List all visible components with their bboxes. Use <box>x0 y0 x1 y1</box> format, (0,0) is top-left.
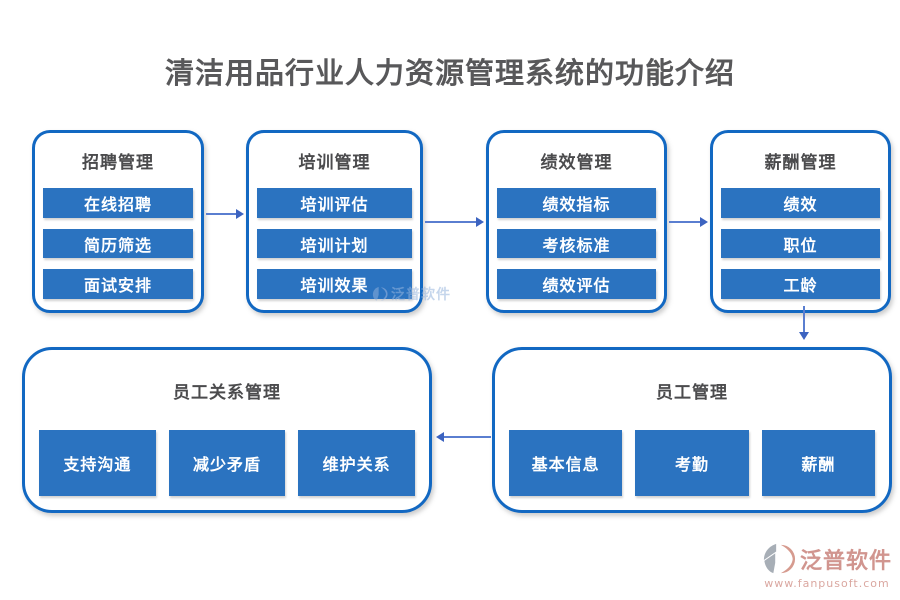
brand-url: www.fanpusoft.com <box>764 577 890 590</box>
block-basic-info: 基本信息 <box>509 430 623 496</box>
box-employee-relations: 员工关系管理 支持沟通 减少矛盾 维护关系 <box>22 347 432 513</box>
box-employee-relations-header: 员工关系管理 <box>173 382 281 403</box>
block-attendance: 考勤 <box>635 430 749 496</box>
bar-resume-screening: 简历筛选 <box>43 228 193 259</box>
bar-position: 职位 <box>721 228 880 259</box>
employee-relations-items: 支持沟通 减少矛盾 维护关系 <box>25 430 429 496</box>
arrow-salary-to-employee-management <box>799 306 809 340</box>
arrow-training-to-performance <box>425 217 484 227</box>
box-salary-header: 薪酬管理 <box>764 153 837 174</box>
arrow-recruitment-to-training <box>206 209 244 219</box>
box-recruitment-header: 招聘管理 <box>82 153 154 174</box>
block-support-communication: 支持沟通 <box>39 430 156 496</box>
block-reduce-conflict: 减少矛盾 <box>168 430 286 496</box>
bar-performance: 绩效 <box>721 188 880 218</box>
box-recruitment: 招聘管理 在线招聘 简历筛选 面试安排 <box>32 130 204 313</box>
box-training: 培训管理 培训评估 培训计划 培训效果 <box>246 130 423 313</box>
bar-training-evaluation: 培训评估 <box>257 188 412 218</box>
arrow-employee-management-to-relations <box>436 432 491 442</box>
block-salary: 薪酬 <box>761 430 875 496</box>
box-training-header: 培训管理 <box>298 153 371 174</box>
box-employee-management: 员工管理 基本信息 考勤 薪酬 <box>492 347 892 513</box>
brand-name: 泛普软件 <box>799 549 892 574</box>
bar-assessment-standards: 考核标准 <box>497 228 656 259</box>
footer-brand-row: 泛普软件 <box>762 542 892 576</box>
fanpu-logo-icon <box>763 543 796 574</box>
bar-online-recruiting: 在线招聘 <box>43 188 193 218</box>
bar-performance-indicators: 绩效指标 <box>497 188 656 218</box>
box-salary: 薪酬管理 绩效 职位 工龄 <box>710 130 891 313</box>
box-performance: 绩效管理 绩效指标 考核标准 绩效评估 <box>486 130 667 313</box>
bar-training-plan: 培训计划 <box>257 228 412 259</box>
bar-interview-scheduling: 面试安排 <box>43 269 193 299</box>
page-title: 清洁用品行业人力资源管理系统的功能介绍 <box>164 56 735 90</box>
block-maintain-relations: 维护关系 <box>298 430 416 496</box>
bar-performance-evaluation: 绩效评估 <box>497 269 656 299</box>
bar-seniority: 工龄 <box>721 269 880 299</box>
bar-training-result: 培训效果 <box>257 269 412 299</box>
arrow-performance-to-salary <box>669 217 708 227</box>
box-employee-management-header: 员工管理 <box>656 382 728 403</box>
footer-watermark: 泛普软件 www.fanpusoft.com <box>762 542 892 590</box>
box-performance-header: 绩效管理 <box>540 153 613 174</box>
employee-management-items: 基本信息 考勤 薪酬 <box>495 430 889 496</box>
